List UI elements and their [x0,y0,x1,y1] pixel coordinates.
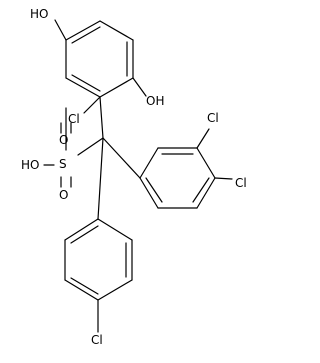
bond [196,177,216,209]
bond [196,147,216,179]
hydroxyl-right-label: OH [146,94,164,108]
hydroxyl-top-label: HO [30,7,48,21]
bonds [43,19,233,333]
bond-double-inner [70,225,99,244]
sulfonyl-oxygen-bottom-label: O [59,188,68,202]
bond [214,177,233,180]
bond [65,77,101,98]
bond [97,218,133,241]
meta-chlorine-label: Cl [207,111,219,125]
bottom-chlorine-label: Cl [91,333,103,347]
bond [97,137,104,220]
sulfonyl-oxygen-top-label: O [59,133,68,147]
bond-double-inner [192,177,210,203]
atom-labels: HO OH Cl HO S O O Cl Cl Cl [21,7,247,347]
sulfur-label: S [59,157,67,171]
bond [77,137,104,156]
bond [54,19,67,41]
bond [132,77,147,97]
bond [139,177,159,209]
bond [64,279,99,301]
bond [99,77,134,98]
bond [65,20,101,41]
bond-double-inner [71,74,101,92]
bond-double-inner [71,26,101,44]
chemical-structure-diagram: HO OH Cl HO S O O Cl Cl Cl [21,7,247,347]
bond-double-inner [70,277,99,295]
bond [97,279,133,301]
bond [102,137,141,179]
bond [64,218,99,241]
ring-chlorine-label: Cl [68,112,80,126]
para-chlorine-label: Cl [235,176,247,190]
bond [139,147,159,179]
sulfonic-hydroxyl-label: HO [21,158,39,172]
bond [99,96,104,139]
bond [196,128,210,149]
bond [83,96,101,114]
bond [99,20,134,41]
bond-double-inner [145,177,163,203]
